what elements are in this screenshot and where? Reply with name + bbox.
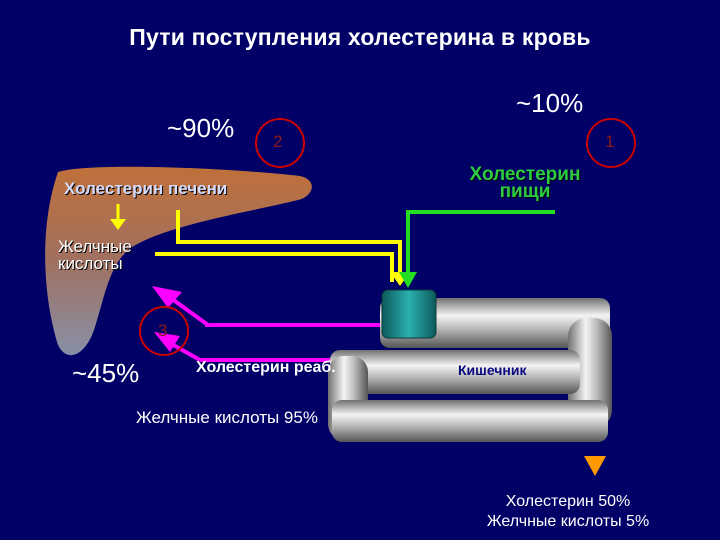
- food-cholesterol-label: Холестерин пищи: [450, 164, 600, 202]
- liver-cholesterol-label: Холестерин печени: [64, 179, 228, 198]
- food-cholesterol-path: [406, 210, 555, 282]
- circle-2-number: 2: [273, 132, 283, 151]
- liver-shape: [45, 166, 312, 356]
- liver-percent: ~90%: [167, 113, 235, 143]
- liver-bile-acids-label: Желчные кислоты: [58, 238, 132, 272]
- circle-3: [139, 306, 189, 356]
- circle-1: [586, 118, 636, 168]
- circle-3-number: 3: [158, 321, 168, 340]
- intestine-tubes: [328, 289, 612, 442]
- circle-2: [255, 118, 305, 168]
- reabsorbed-cholesterol-label: Холестерин реаб.: [196, 359, 336, 376]
- liver-cholesterol-path: [176, 210, 402, 282]
- food-percent: ~10%: [516, 88, 584, 118]
- circle-1-number: 1: [605, 132, 615, 151]
- page-title: Пути поступления холестерина в кровь: [129, 24, 591, 50]
- reabsorption-diagonal-upper: [166, 294, 210, 327]
- green-arrow-intestine: [399, 272, 417, 288]
- excretion-label: Холестерин 50% Желчные кислоты 5%: [448, 492, 688, 532]
- food-label-line1: Холестерин: [469, 164, 581, 185]
- reabsorption-percent: ~45%: [72, 358, 140, 388]
- intestine-inlet: [381, 289, 437, 339]
- intestine-middle-tube: [330, 350, 580, 394]
- excretion-line1: Холестерин 50%: [505, 493, 631, 510]
- food-label-line2: пищи: [499, 181, 551, 202]
- intestine-lower-tube: [332, 400, 608, 442]
- excretion-line2: Желчные кислоты 5%: [486, 513, 650, 530]
- liver-down-arrow-head: [110, 219, 126, 230]
- reabsorption-arrow-lower: [154, 332, 180, 352]
- intestine-upper-tube: [380, 298, 610, 348]
- liver-bile-acids-line2: кислоты: [58, 254, 123, 273]
- reabsorption-arrow-upper: [152, 286, 182, 308]
- liver-bile-acids-line1: Желчные: [58, 237, 132, 256]
- excretion-arrow: [584, 456, 606, 476]
- bile-acids-path: [155, 252, 394, 282]
- bile-acids-95-label: Желчные кислоты 95%: [136, 408, 318, 427]
- intestine-label: Кишечник: [458, 362, 527, 378]
